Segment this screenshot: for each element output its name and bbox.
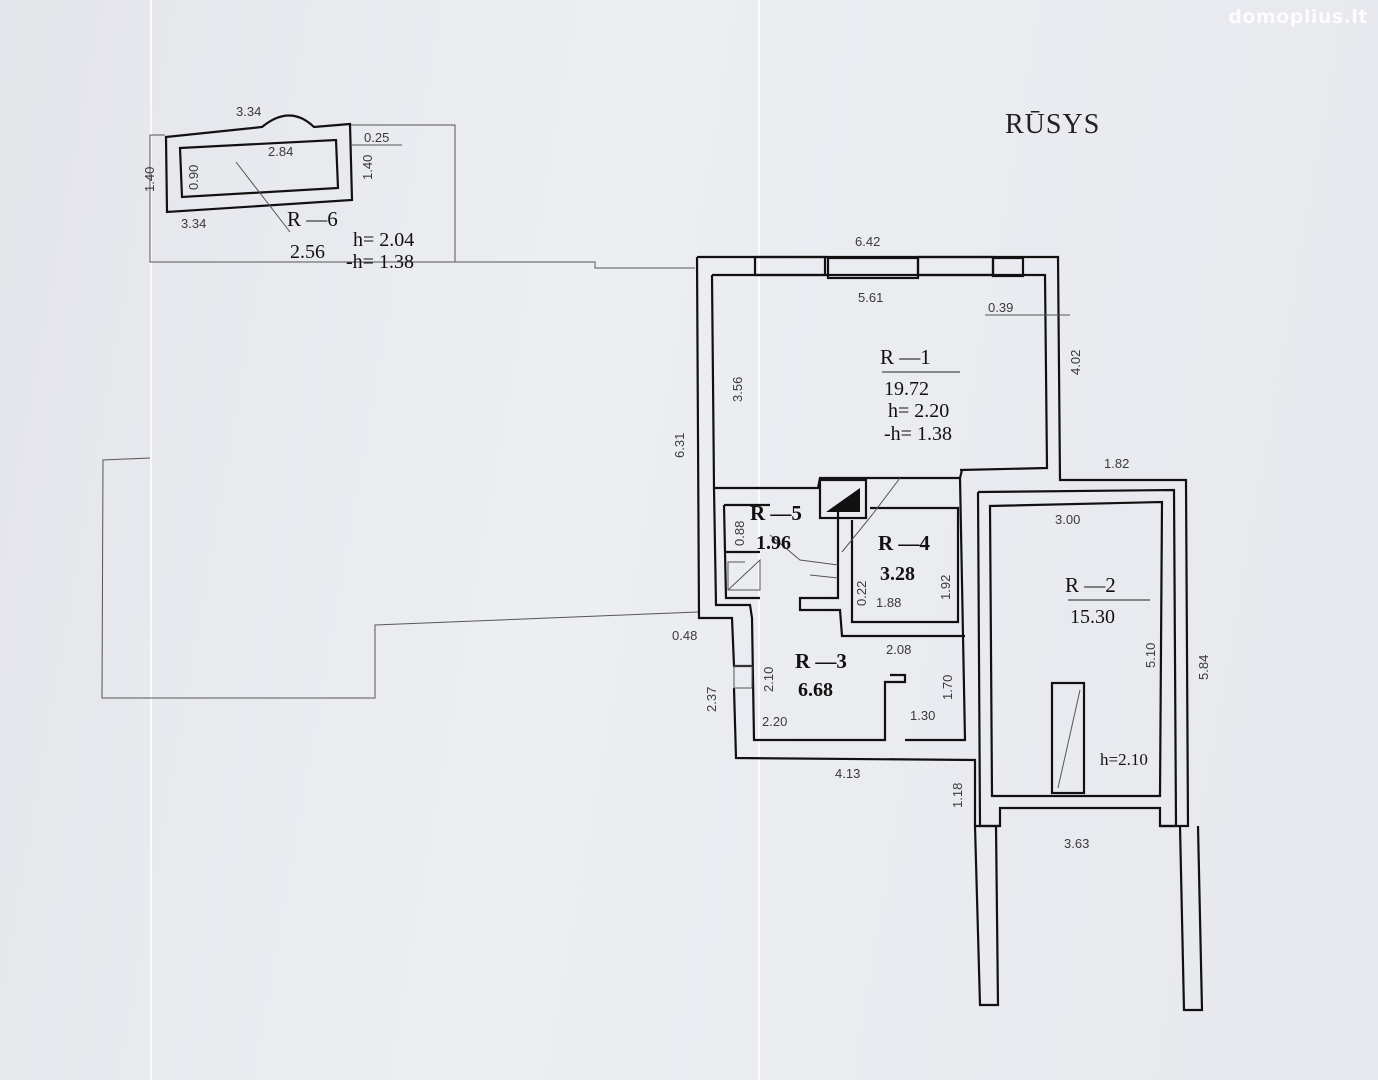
- r4-stair-lines: [841, 477, 901, 553]
- dim-r1-wall: 0.39: [988, 300, 1013, 315]
- dim-r1-top-outer: 6.42: [855, 234, 880, 249]
- r5-label: R —5: [750, 501, 802, 525]
- dim-r3b-w: 1.30: [910, 708, 935, 723]
- r2-label: R —2: [1065, 573, 1116, 597]
- r6-leader: [235, 161, 291, 233]
- dim-r2-right-inner: 5.10: [1143, 643, 1158, 668]
- r1-window-pier: [991, 256, 1025, 278]
- r4-label: R —4: [878, 531, 930, 555]
- dim-r6-wall: 0.25: [364, 130, 389, 145]
- dim-r1-right: 4.02: [1068, 350, 1083, 375]
- r2-stair: [1050, 681, 1086, 795]
- dim-stub: 1.18: [950, 783, 965, 808]
- r6-height: h= 2.04: [353, 229, 414, 251]
- dim-r3-bottom: 2.20: [762, 714, 787, 729]
- dim-r4-width: 1.88: [876, 595, 901, 610]
- watermark: domoplius.lt: [1228, 6, 1368, 28]
- r3-label: R —3: [795, 649, 847, 673]
- dim-r6-inner: 2.84: [268, 144, 293, 159]
- r2-area: 15.30: [1070, 606, 1115, 628]
- r6-outer-wall: [164, 114, 354, 214]
- r2-bottom-projection: [973, 825, 1204, 1012]
- dim-r1-top-inner: 5.61: [858, 290, 883, 305]
- site-outline-upper: [350, 124, 456, 262]
- chimney-box: [818, 478, 868, 520]
- dim-r2-bottom: 3.63: [1064, 836, 1089, 851]
- dim-left-outer: 6.31: [672, 433, 687, 458]
- r1-neg-height: -h= 1.38: [884, 423, 952, 445]
- r2-stair-diag: [1057, 689, 1081, 789]
- r5-hall-lines: [769, 534, 839, 566]
- r2-inner-wall: [988, 500, 1164, 798]
- r5-walls: [722, 503, 770, 600]
- dim-r6-left: 1.40: [142, 167, 157, 192]
- dim-r6-right: 1.40: [360, 155, 375, 180]
- center-walls: [760, 469, 967, 742]
- dim-r6-inner-h: 0.90: [186, 165, 201, 190]
- chimney-fill: [826, 488, 860, 512]
- dim-r2-right-outer: 5.84: [1196, 655, 1211, 680]
- r1-label: R —1: [880, 345, 931, 369]
- dim-r5-h: 0.88: [732, 521, 747, 546]
- r1-area: 19.72: [884, 378, 929, 400]
- fold-line-center: [758, 0, 760, 1080]
- dim-r3-left: 2.10: [761, 667, 776, 692]
- dim-r4-h: 1.92: [938, 575, 953, 600]
- r1-window-right: [916, 255, 995, 277]
- dim-r4-gap: 0.22: [854, 581, 869, 606]
- r3-area: 6.68: [798, 679, 833, 701]
- dim-r3-top: 2.08: [886, 642, 911, 657]
- r2-room-wall: [976, 488, 1178, 828]
- r6-neg-height: -h= 1.38: [346, 251, 414, 273]
- dim-bottom: 4.13: [835, 766, 860, 781]
- r6-area: 2.56: [290, 241, 325, 263]
- left-inner-wall: [712, 487, 907, 742]
- dim-r2-top-step: 1.82: [1104, 456, 1129, 471]
- left-door: [733, 665, 753, 689]
- site-outline-lower: [101, 457, 699, 699]
- r5-stair: [727, 558, 761, 591]
- dim-left-low: 2.37: [704, 687, 719, 712]
- dim-r6-top: 3.34: [236, 104, 261, 119]
- plan-title: RŪSYS: [1005, 109, 1100, 140]
- fold-line-left: [150, 0, 152, 1080]
- dim-door-w: 0.48: [672, 628, 697, 643]
- r4-area: 3.28: [880, 563, 915, 585]
- r2-height: h=2.10: [1100, 750, 1148, 769]
- r6-label: R —6: [287, 207, 338, 231]
- hall-line: [809, 574, 839, 579]
- dim-r6-bottom: 3.34: [181, 216, 206, 231]
- r5-area: 1.96: [756, 532, 791, 554]
- dim-r2-top-inner: 3.00: [1055, 512, 1080, 527]
- dim-r3b-h: 1.70: [940, 675, 955, 700]
- r1-window-left: [753, 255, 827, 277]
- r1-height: h= 2.20: [888, 400, 949, 422]
- dim-r1-left-inner: 3.56: [730, 377, 745, 402]
- site-outline: [149, 135, 695, 269]
- r6-inner-wall: [178, 138, 340, 199]
